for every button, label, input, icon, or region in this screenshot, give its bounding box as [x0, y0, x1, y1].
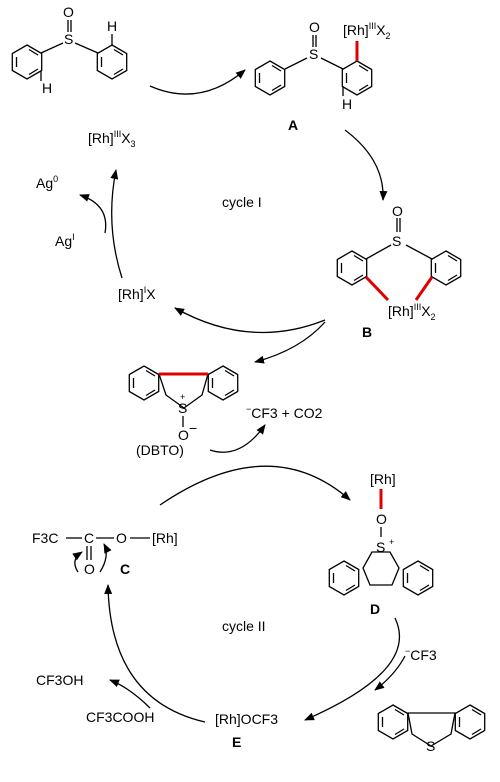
- rhocf3-label-E: [Rh]OCF3: [215, 711, 278, 727]
- intermediate-A-structure: O S [Rh]IIIX2 H A: [254, 19, 391, 133]
- atom-H: H: [342, 96, 352, 112]
- arrow-D-to-E: [304, 617, 401, 721]
- arrow-cf3-to-dbt: [374, 655, 406, 691]
- plus-charge: +: [180, 392, 185, 402]
- cycle-II-label: cycle II: [222, 618, 266, 634]
- label-A: A: [288, 117, 298, 133]
- atom-H: H: [107, 18, 117, 34]
- atom-H: H: [42, 80, 52, 96]
- atom-S-plus: S: [376, 539, 385, 555]
- dibenzothiophene-structure: S: [377, 704, 486, 754]
- arrow-C-to-D: [159, 465, 351, 506]
- label-D: D: [370, 601, 380, 617]
- atom-O: O: [392, 203, 403, 219]
- rh-label-C: [Rh]: [152, 530, 178, 546]
- rh3x2-label-A: [Rh]IIIX2: [343, 21, 391, 41]
- label-B: B: [362, 324, 372, 340]
- atom-C: C: [84, 530, 94, 546]
- intermediate-C-structure: F3C C O [Rh] O C: [32, 530, 178, 577]
- arrow-release-cf3-co2: [209, 424, 266, 453]
- diphenyl-sulfoxide-structure: O S H H: [11, 4, 128, 96]
- atom-O: O: [376, 511, 387, 527]
- atom-S: S: [426, 738, 435, 754]
- atom-S: S: [64, 31, 73, 47]
- intermediate-B-structure: O S [Rh]IIIX2 B: [336, 203, 462, 340]
- cf3oh-label: CF3OH: [36, 672, 83, 688]
- atom-O: O: [309, 19, 320, 35]
- label-DBTO: (DBTO): [136, 442, 184, 458]
- rh1x-label: [Rh]IX: [118, 285, 156, 302]
- dbto-structure: S + O − (DBTO): [128, 365, 239, 458]
- rh3x3-label: [Rh]IIIX3: [88, 129, 136, 149]
- plus-charge: +: [389, 537, 394, 547]
- cf3cooh-label: CF3COOH: [86, 709, 154, 725]
- atom-S: S: [392, 233, 401, 249]
- arrow-ag: [79, 194, 107, 234]
- arrow-Rh1-to-Rh3: [110, 169, 123, 279]
- rh-label-D: [Rh]: [370, 471, 396, 487]
- arrow-B-to-Rh1: [174, 307, 326, 334]
- ag0-label: Ag0: [36, 174, 58, 191]
- arrow-cf3oh: [109, 679, 151, 709]
- atom-S: S: [309, 46, 318, 62]
- cf3-anion-label: −CF3: [405, 646, 437, 663]
- atom-O: O: [84, 561, 95, 577]
- atom-O-minus: O: [178, 427, 189, 443]
- arrow-to-A: [149, 69, 246, 95]
- label-E: E: [232, 734, 241, 750]
- intermediate-D-structure: [Rh] O S + D: [328, 471, 434, 617]
- atom-O: O: [63, 4, 74, 20]
- arrow-E-to-C: [104, 584, 206, 723]
- label-C: C: [120, 561, 130, 577]
- cf3-co2-label: −CF3 + CO2: [246, 404, 323, 421]
- atom-S-plus: S: [178, 400, 187, 416]
- arrow-to-DBTO: [254, 321, 326, 364]
- rh3x2-label-B: [Rh]IIIX2: [388, 302, 436, 322]
- ag1-label: AgI: [55, 232, 75, 249]
- arrow-A-to-B: [344, 129, 388, 201]
- cycle-I-label: cycle I: [222, 194, 262, 210]
- cf3-label-C: F3C: [32, 530, 58, 546]
- atom-O: O: [116, 530, 127, 546]
- minus-charge: −: [189, 420, 197, 436]
